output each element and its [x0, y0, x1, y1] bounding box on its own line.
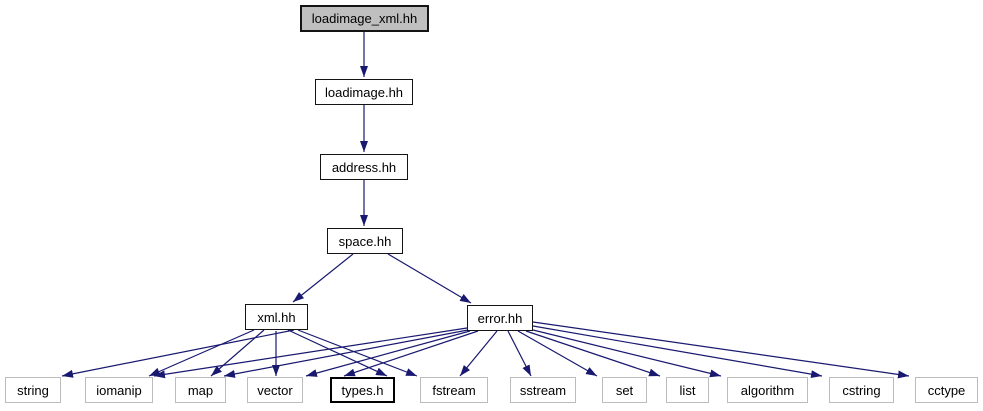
- node-address-hh[interactable]: address.hh: [320, 154, 408, 180]
- edge-xml-hh-to-fstream: [297, 329, 418, 377]
- edge-error-hh-to-sstream: [507, 330, 532, 377]
- edge-space-hh-to-xml-hh: [292, 253, 354, 303]
- node-cctype: cctype: [915, 377, 978, 403]
- node-iomanip: iomanip: [85, 377, 153, 403]
- node-string: string: [5, 377, 61, 403]
- node-vector: vector: [247, 377, 303, 403]
- edge-error-hh-to-cctype: [532, 321, 910, 379]
- edge-error-hh-to-iomanip: [153, 327, 468, 379]
- node-fstream: fstream: [420, 377, 488, 403]
- edge-xml-hh-to-map: [210, 329, 265, 377]
- node-xml-hh[interactable]: xml.hh: [245, 304, 308, 330]
- edge-error-hh-to-vector: [305, 330, 471, 377]
- node-label: types.h: [341, 382, 384, 398]
- node-label: list: [679, 382, 696, 398]
- node-label: cstring: [842, 382, 881, 398]
- node-label: string: [17, 382, 49, 398]
- node-label: iomanip: [96, 382, 142, 398]
- edge-error-hh-to-cstring: [532, 325, 823, 379]
- edge-error-hh-to-list: [525, 330, 661, 377]
- node-label: vector: [257, 382, 293, 398]
- node-error-hh[interactable]: error.hh: [467, 305, 533, 331]
- edge-error-hh-to-map: [223, 329, 469, 378]
- node-map: map: [175, 377, 226, 403]
- node-label: space.hh: [338, 233, 392, 249]
- edge-xml-hh-to-types-h: [287, 329, 388, 377]
- edge-error-hh-to-types-h: [343, 330, 479, 377]
- node-types-h[interactable]: types.h: [330, 377, 395, 403]
- node-sstream: sstream: [510, 377, 576, 403]
- node-cstring: cstring: [829, 377, 894, 403]
- node-label: sstream: [519, 382, 567, 398]
- edge-error-hh-to-fstream: [459, 330, 498, 377]
- node-label: algorithm: [740, 382, 795, 398]
- node-label: cctype: [927, 382, 966, 398]
- node-list: list: [666, 377, 709, 403]
- node-space-hh[interactable]: space.hh: [327, 228, 403, 254]
- node-label: xml.hh: [257, 309, 296, 325]
- edge-xml-hh-to-iomanip: [148, 329, 255, 377]
- node-set: set: [602, 377, 647, 403]
- node-label: loadimage_xml.hh: [311, 11, 418, 26]
- node-label: loadimage.hh: [324, 84, 404, 100]
- node-label: address.hh: [331, 159, 397, 175]
- node-label: error.hh: [477, 310, 523, 326]
- edge-error-hh-to-algorithm: [532, 329, 722, 378]
- node-label: map: [187, 382, 214, 398]
- node-label: set: [615, 382, 634, 398]
- node-label: fstream: [432, 382, 476, 398]
- node-loadimage-xml-hh: loadimage_xml.hh: [300, 5, 429, 32]
- edge-error-hh-to-set: [517, 330, 598, 377]
- node-loadimage-hh[interactable]: loadimage.hh: [315, 79, 413, 105]
- node-algorithm: algorithm: [727, 377, 808, 403]
- edge-space-hh-to-error-hh: [387, 253, 472, 304]
